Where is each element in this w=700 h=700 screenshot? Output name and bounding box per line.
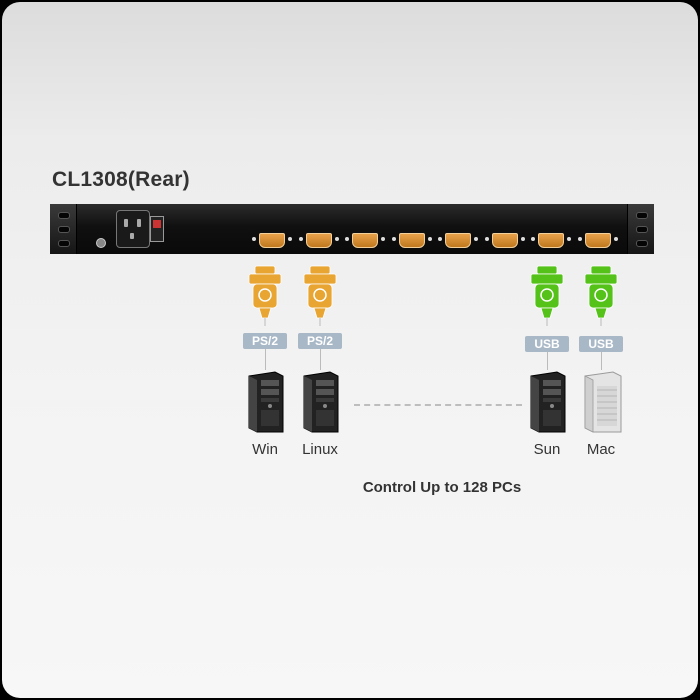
kvm-port-6 — [484, 233, 525, 248]
kvm-switch-rear-panel — [50, 204, 654, 254]
linux-pc-tower-icon — [303, 371, 339, 433]
kvm-port-4 — [391, 233, 432, 248]
diagram-caption: Control Up to 128 PCs — [362, 479, 522, 496]
mac-pc-tower-icon — [584, 371, 622, 433]
sun-pc-label: Sun — [533, 441, 561, 458]
kvm-port-5 — [438, 233, 478, 248]
sun-pc-tower-icon — [530, 371, 566, 433]
kvm-port-2 — [298, 233, 339, 248]
win-pc-tower-icon — [248, 371, 284, 433]
power-switch-icon — [150, 216, 164, 242]
kvm-port-7 — [531, 233, 571, 248]
mac-cable-type-badge: USB — [579, 336, 623, 352]
linux-cable-type-badge: PS/2 — [298, 333, 342, 349]
win-cable-type-badge: PS/2 — [243, 333, 287, 349]
rack-ear-right — [627, 204, 654, 254]
sun-cable-connector-icon — [530, 265, 564, 326]
dashed-connector-line — [354, 404, 522, 406]
linux-cable-line — [320, 349, 321, 370]
sun-cable-type-badge: USB — [525, 336, 569, 352]
kvm-port-1 — [252, 233, 292, 248]
win-pc-label: Win — [252, 441, 278, 458]
win-cable-line — [265, 349, 266, 370]
diagram-title: CL1308(Rear) — [52, 168, 190, 191]
power-socket-icon — [116, 210, 150, 248]
sun-cable-line — [547, 352, 548, 370]
mac-pc-label: Mac — [586, 441, 616, 458]
kvm-port-3 — [345, 233, 385, 248]
linux-pc-label: Linux — [302, 441, 338, 458]
mac-cable-line — [601, 352, 602, 370]
kvm-port-8 — [577, 233, 618, 248]
mac-cable-connector-icon — [584, 265, 618, 326]
win-cable-connector-icon — [248, 265, 282, 326]
rack-ear-left — [50, 204, 77, 254]
linux-cable-connector-icon — [303, 265, 337, 326]
ground-screw-icon — [96, 238, 106, 248]
